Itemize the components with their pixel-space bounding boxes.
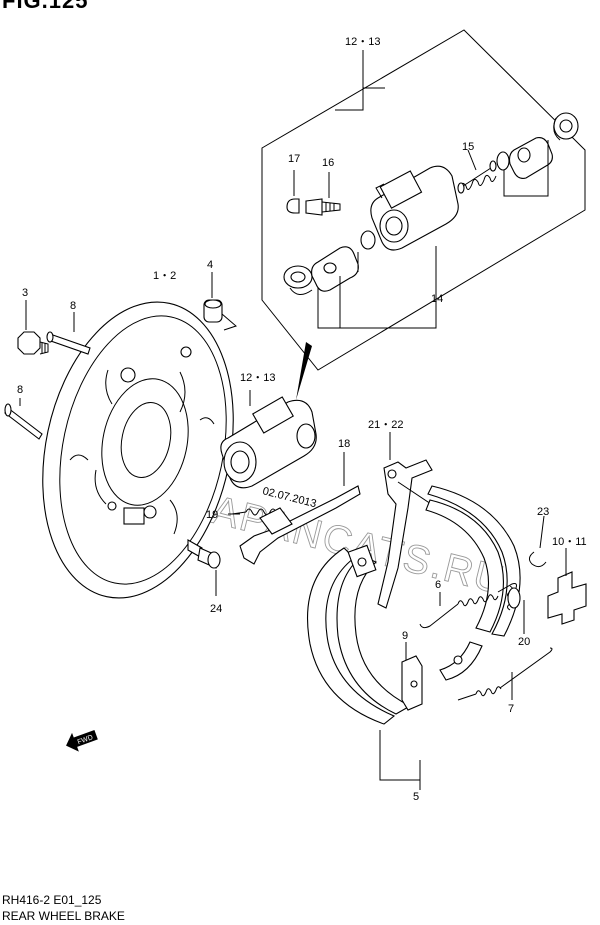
callout-23: 23 xyxy=(537,506,549,518)
bracket-5 xyxy=(379,730,421,781)
callout-9: 9 xyxy=(402,630,408,642)
callout-8-upper: 8 xyxy=(70,300,76,312)
bolt-3 xyxy=(17,300,49,355)
bleeder-screw xyxy=(305,198,341,216)
wheel-cylinder-assembly xyxy=(220,390,317,489)
parking-brake-lever xyxy=(377,432,441,609)
piston-cup-left xyxy=(283,265,313,295)
callout-18: 18 xyxy=(338,438,350,450)
stud-bolt-upper xyxy=(46,312,91,355)
callout-19: 19 xyxy=(206,509,218,521)
piston-left xyxy=(311,246,359,292)
callout-20: 20 xyxy=(518,636,530,648)
seal-right xyxy=(496,151,510,171)
piston-right xyxy=(508,137,553,179)
wheel-cylinder-exploded-box xyxy=(261,29,586,371)
callout-21-22: 21・22 xyxy=(368,419,403,431)
callout-14: 14 xyxy=(431,293,443,305)
callout-24: 24 xyxy=(210,603,222,615)
callout-10-11: 10・11 xyxy=(552,536,587,548)
brake-shoe-left xyxy=(307,544,412,725)
footer-code: RH416-2 E01_125 xyxy=(2,893,102,907)
shoe-spring-upper xyxy=(419,583,517,629)
retainer-clip-23 xyxy=(528,515,547,568)
stud-bolt-lower xyxy=(4,398,43,440)
adjuster-spring xyxy=(507,585,525,634)
bleeder-cap xyxy=(286,198,300,214)
callout-1-2: 1・2 xyxy=(153,270,176,282)
wheel-cylinder-body xyxy=(370,165,459,251)
callout-8-lower: 8 xyxy=(17,384,23,396)
shoe-hold-clip xyxy=(401,642,423,711)
footer-title: REAR WHEEL BRAKE xyxy=(2,909,125,923)
brake-shoe-right xyxy=(425,485,521,681)
shoe-spring-lower xyxy=(457,647,553,701)
seal-left xyxy=(360,230,376,250)
callout-15: 15 xyxy=(462,141,474,153)
bleeder-cap-4 xyxy=(203,272,237,331)
callout-16: 16 xyxy=(322,157,334,169)
callout-5: 5 xyxy=(413,791,419,803)
fwd-direction-icon: FWD xyxy=(66,729,98,752)
callout-6: 6 xyxy=(435,579,441,591)
callout-7: 7 xyxy=(508,703,514,715)
pointer-arrow xyxy=(296,342,312,400)
callout-12-13-mid: 12・13 xyxy=(240,372,275,384)
callout-4: 4 xyxy=(207,259,213,271)
callout-17: 17 xyxy=(288,153,300,165)
callout-12-13-top: 12・13 xyxy=(345,36,380,48)
bolt-24 xyxy=(187,539,221,596)
adjuster-bracket xyxy=(547,548,587,625)
callout-3: 3 xyxy=(22,287,28,299)
backing-plate xyxy=(42,301,234,599)
piston-cup-right xyxy=(553,112,579,141)
cylinder-spring xyxy=(457,160,497,194)
adjuster-lever-spring xyxy=(228,452,361,565)
figure-label: FIG.125 xyxy=(2,0,89,13)
